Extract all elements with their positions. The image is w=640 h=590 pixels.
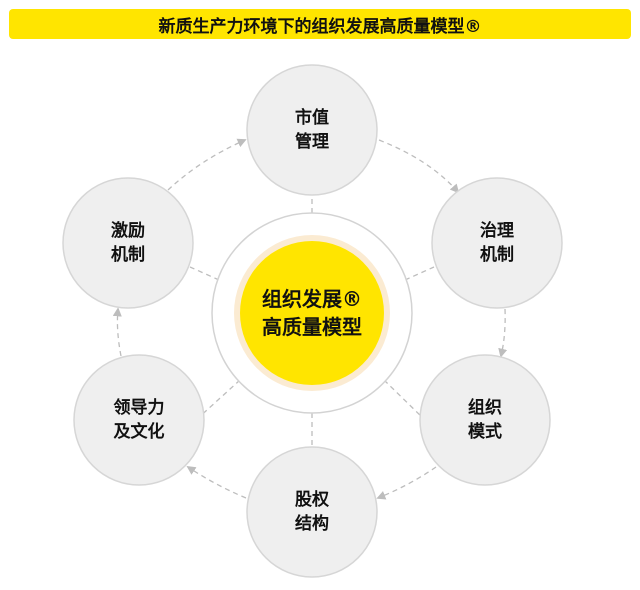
diagram-title: 新质生产力环境下的组织发展高质量模型®	[9, 9, 631, 39]
node-circle-equity	[246, 446, 378, 578]
node-org-model: 组织 模式	[468, 396, 502, 444]
node-line-2: 及文化	[113, 422, 165, 442]
node-market-value: 市值 管理	[295, 106, 329, 154]
center-line-2: 高质量模型	[262, 315, 362, 339]
node-line-2: 机制	[111, 245, 145, 265]
node-line-2: 模式	[468, 422, 502, 442]
node-circle-governance	[431, 177, 563, 309]
node-line-2: 结构	[295, 514, 329, 534]
node-circle-leadership	[73, 354, 205, 486]
center-line-1: 组织发展®	[262, 287, 362, 311]
node-incentive: 激励 机制	[111, 219, 145, 267]
node-leadership: 领导力 及文化	[114, 396, 165, 444]
node-circle-incentive	[62, 177, 194, 309]
node-circle-market-value	[246, 64, 378, 196]
node-line-1: 组织	[468, 398, 502, 418]
node-equity: 股权 结构	[295, 488, 329, 536]
node-governance: 治理 机制	[480, 219, 514, 267]
node-line-1: 市值	[295, 108, 329, 128]
node-line-1: 激励	[111, 221, 145, 241]
node-line-1: 治理	[480, 221, 514, 241]
node-line-1: 领导力	[113, 398, 165, 418]
node-line-2: 管理	[295, 132, 329, 152]
center-core	[240, 241, 384, 385]
center-node: 组织发展® 高质量模型	[262, 285, 362, 341]
cycle-arrows	[112, 138, 508, 500]
node-line-1: 股权	[295, 490, 329, 510]
node-line-2: 机制	[480, 245, 514, 265]
node-circle-org-model	[419, 354, 551, 486]
